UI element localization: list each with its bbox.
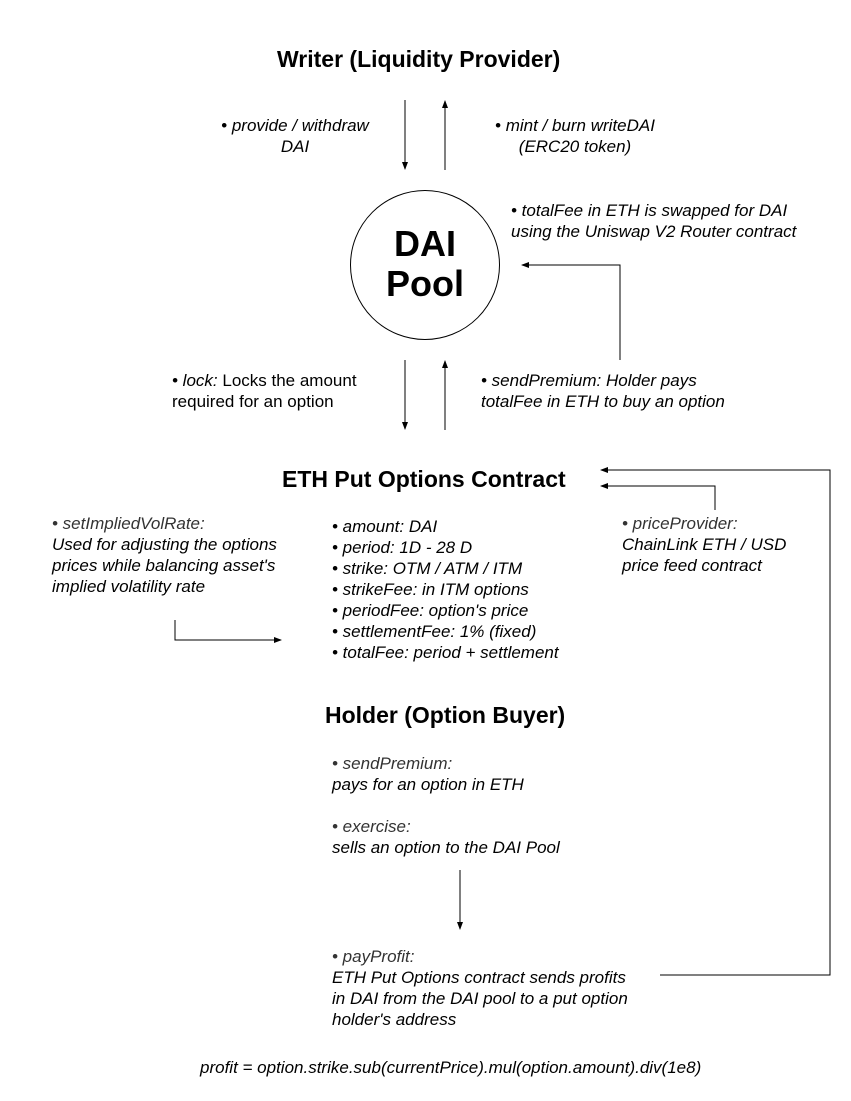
pay-profit-note: • payProfit: ETH Put Options contract se… (332, 946, 628, 1030)
contract-params-list: • amount: DAI • period: 1D - 28 D • stri… (332, 516, 559, 663)
send-premium-line1: • sendPremium: Holder pays (481, 371, 697, 390)
pay-profit-line: ETH Put Options contract sends profits (332, 968, 626, 987)
price-provider-note: • priceProvider: ChainLink ETH / USD pri… (622, 513, 786, 576)
volrate-note: • setImpliedVolRate: Used for adjusting … (52, 513, 277, 597)
provide-withdraw-note: • provide / withdraw DAI (200, 115, 390, 157)
arrow-price-provider (600, 483, 716, 510)
pay-profit-label: • payProfit: (332, 947, 415, 966)
holder-send-label: • sendPremium: (332, 754, 453, 773)
mint-burn-line2: (ERC20 token) (518, 137, 632, 156)
holder-send-premium: • sendPremium: pays for an option in ETH (332, 753, 524, 795)
param-period: • period: 1D - 28 D (332, 538, 473, 557)
lock-label: • lock: (172, 371, 223, 390)
dai-pool-line1: DAI (394, 223, 456, 264)
arrow-swap-to-pool (521, 262, 621, 360)
send-premium-line2: totalFee in ETH to buy an option (481, 392, 725, 411)
price-provider-line: price feed contract (622, 556, 762, 575)
arrow-volrate (174, 620, 282, 643)
price-provider-line: ChainLink ETH / USD (622, 535, 787, 554)
holder-title: Holder (Option Buyer) (325, 702, 566, 728)
volrate-label: • setImpliedVolRate: (52, 514, 205, 533)
writer-title: Writer (Liquidity Provider) (277, 46, 561, 72)
holder-send-text: pays for an option in ETH (332, 775, 524, 794)
volrate-line: Used for adjusting the options (52, 535, 277, 554)
param-strike: • strike: OTM / ATM / ITM (332, 559, 523, 578)
holder-exercise: • exercise: sells an option to the DAI P… (332, 816, 560, 858)
dai-pool-label: DAI Pool (350, 224, 500, 304)
price-provider-label: • priceProvider: (622, 514, 738, 533)
param-strike-fee: • strikeFee: in ITM options (332, 580, 529, 599)
pay-profit-line: in DAI from the DAI pool to a put option (332, 989, 628, 1008)
swap-note: • totalFee in ETH is swapped for DAI usi… (511, 200, 796, 242)
volrate-line: implied volatility rate (52, 577, 206, 596)
lock-text2: required for an option (172, 392, 334, 411)
profit-formula: profit = option.strike.sub(currentPrice)… (200, 1058, 702, 1077)
send-premium-note: • sendPremium: Holder pays totalFee in E… (481, 370, 725, 412)
swap-line2: using the Uniswap V2 Router contract (511, 222, 797, 241)
dai-pool-circle (350, 190, 500, 340)
param-total-fee: • totalFee: period + settlement (332, 643, 559, 662)
provide-withdraw-line1: • provide / withdraw (221, 116, 369, 135)
holder-exercise-text: sells an option to the DAI Pool (332, 838, 560, 857)
dai-pool-line2: Pool (386, 263, 464, 304)
param-settlement-fee: • settlementFee: 1% (fixed) (332, 622, 537, 641)
volrate-line: prices while balancing asset's (52, 556, 276, 575)
pay-profit-line: holder's address (332, 1010, 457, 1029)
param-amount: • amount: DAI (332, 517, 438, 536)
provide-withdraw-line2: DAI (280, 137, 310, 156)
holder-exercise-label: • exercise: (332, 817, 411, 836)
arrow-payprofit-loop (600, 467, 831, 976)
swap-line1: • totalFee in ETH is swapped for DAI (511, 201, 788, 220)
mint-burn-line1: • mint / burn writeDAI (495, 116, 655, 135)
mint-burn-note: • mint / burn writeDAI (ERC20 token) (476, 115, 674, 157)
lock-note: • lock: Locks the amount required for an… (172, 370, 357, 412)
lock-text1: Locks the amount (222, 371, 357, 390)
contract-title: ETH Put Options Contract (282, 466, 566, 492)
param-period-fee: • periodFee: option's price (332, 601, 529, 620)
